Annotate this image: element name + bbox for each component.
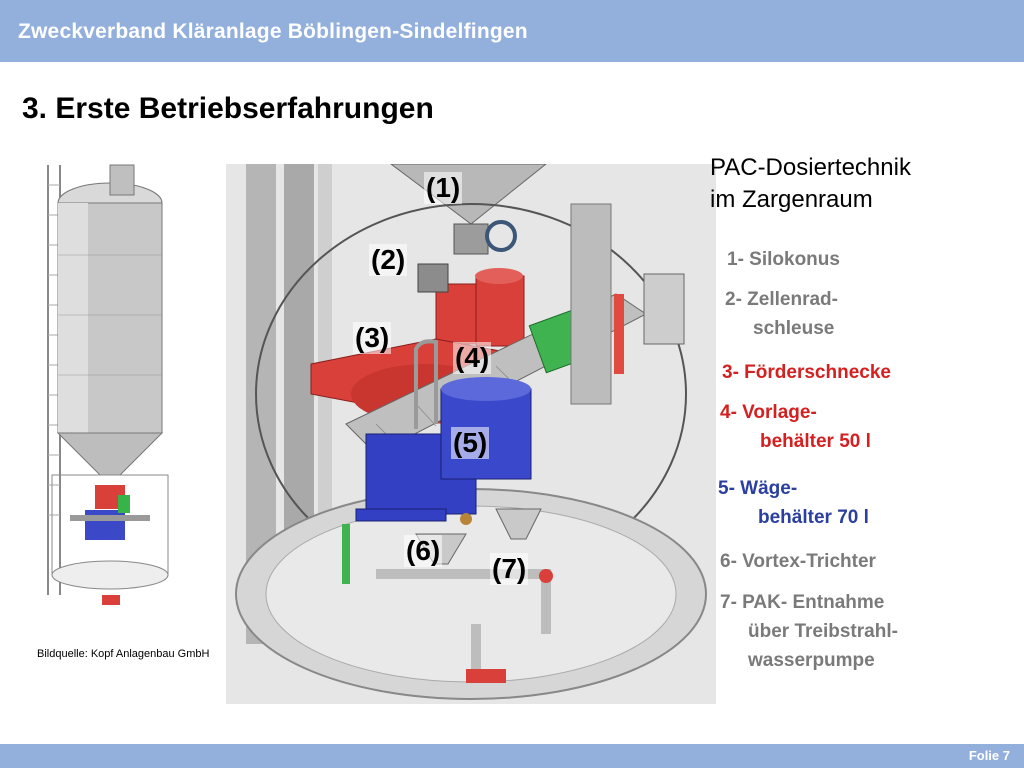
slide-number: Folie 7 <box>968 748 1010 763</box>
legend-item-7-line2: über Treibstrahl- <box>748 621 898 642</box>
image-source-caption: Bildquelle: Kopf Anlagenbau GmbH <box>37 648 210 660</box>
legend-item-4-line1: 4- Vorlage- <box>720 402 817 423</box>
legend-item-1: 1- Silokonus <box>727 245 840 274</box>
callout-7: (7) <box>490 553 529 585</box>
footer-bar: Folie 7 <box>0 744 1024 768</box>
slide-title: 3. Erste Betriebserfahrungen <box>22 92 434 125</box>
legend-item-1-label: 1- Silokonus <box>727 249 840 270</box>
side-panel-title: PAC-Dosiertechnik im Zargenraum <box>710 152 911 216</box>
callout-3: (3) <box>353 322 392 354</box>
legend-item-4-line2: behälter 50 l <box>760 431 871 452</box>
callout-6: (6) <box>404 535 443 567</box>
side-title-line1: PAC-Dosiertechnik <box>710 154 911 181</box>
legend-item-6-label: 6- Vortex-Trichter <box>720 551 876 572</box>
legend-item-5-line2: behälter 70 l <box>758 507 869 528</box>
legend-item-3: 3- Förderschnecke <box>722 358 891 387</box>
silo-overview-illustration <box>40 155 180 617</box>
legend-item-4: 4- Vorlage- behälter 50 l <box>720 398 871 456</box>
organization-title: Zweckverband Kläranlage Böblingen-Sindel… <box>18 20 528 43</box>
header-bar: Zweckverband Kläranlage Böblingen-Sindel… <box>0 0 1024 62</box>
callout-5: (5) <box>451 427 490 459</box>
legend-item-6: 6- Vortex-Trichter <box>720 547 876 576</box>
legend-item-2-line2: schleuse <box>753 318 835 339</box>
legend-item-7: 7- PAK- Entnahme über Treibstrahl- wasse… <box>720 588 898 675</box>
callout-1: (1) <box>424 172 463 204</box>
legend-item-7-line3: wasserpumpe <box>748 650 875 671</box>
legend-item-2: 2- Zellenrad- schleuse <box>725 285 838 343</box>
legend-item-3-label: 3- Förderschnecke <box>722 362 891 383</box>
callout-4: (4) <box>453 342 492 374</box>
side-title-line2: im Zargenraum <box>710 186 873 213</box>
callout-2: (2) <box>369 244 408 276</box>
legend-item-7-line1: 7- PAK- Entnahme <box>720 592 885 613</box>
legend-item-2-line1: 2- Zellenrad- <box>725 289 838 310</box>
legend-item-5: 5- Wäge- behälter 70 l <box>718 474 869 532</box>
legend-item-5-line1: 5- Wäge- <box>718 478 798 499</box>
pac-dosing-illustration <box>226 164 716 704</box>
